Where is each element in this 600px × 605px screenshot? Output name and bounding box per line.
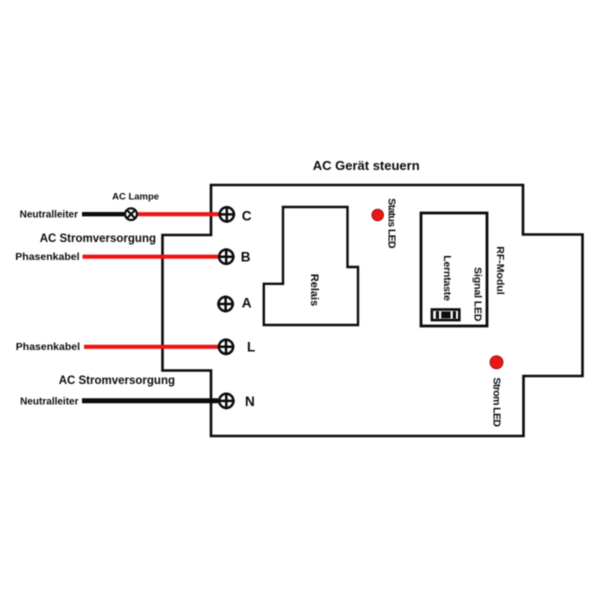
svg-text:Lerntaste: Lerntaste xyxy=(441,255,453,301)
svg-text:RF-Modul: RF-Modul xyxy=(494,246,506,294)
svg-text:AC Lampe: AC Lampe xyxy=(112,192,159,203)
svg-text:AC Stromversorgung: AC Stromversorgung xyxy=(59,375,175,387)
svg-text:N: N xyxy=(245,394,255,409)
svg-text:Neutralleiter: Neutralleiter xyxy=(20,396,78,407)
svg-text:L: L xyxy=(247,340,255,355)
svg-text:Status LED: Status LED xyxy=(386,198,398,249)
svg-text:Relais: Relais xyxy=(308,274,320,306)
svg-text:Signal LED: Signal LED xyxy=(472,267,484,322)
svg-text:Phasenkabel: Phasenkabel xyxy=(15,251,79,263)
svg-text:B: B xyxy=(241,250,251,265)
svg-text:C: C xyxy=(242,208,252,223)
svg-text:A: A xyxy=(242,296,252,311)
svg-text:AC Stromversorgung: AC Stromversorgung xyxy=(40,233,156,245)
svg-text:Strom LED: Strom LED xyxy=(491,378,503,428)
svg-text:AC Gerät steuern: AC Gerät steuern xyxy=(313,158,420,173)
svg-text:Phasenkabel: Phasenkabel xyxy=(16,341,80,353)
svg-text:Neutralleiter: Neutralleiter xyxy=(20,209,78,220)
